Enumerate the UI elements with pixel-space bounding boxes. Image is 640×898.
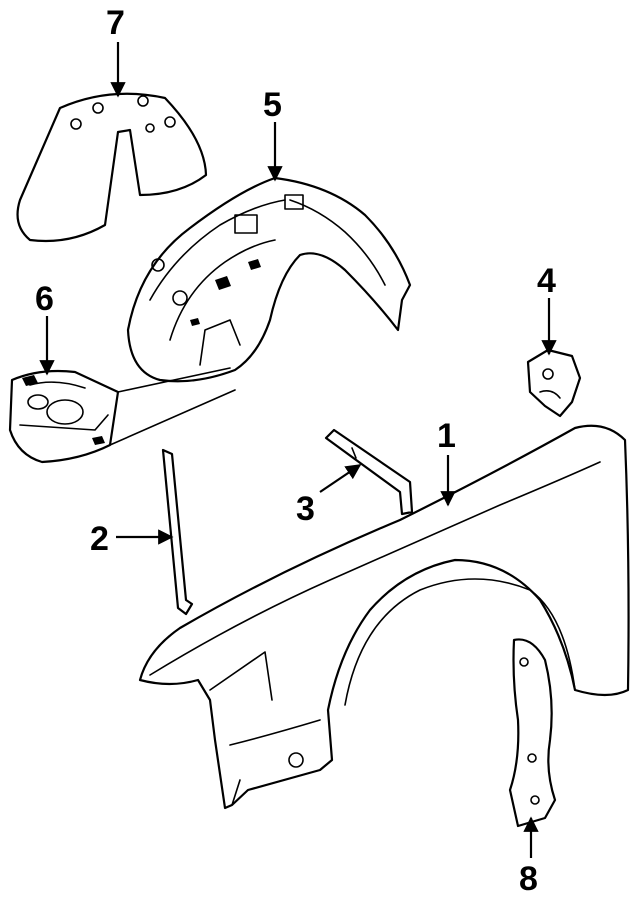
part-8-liner-strip[interactable] bbox=[508, 638, 557, 828]
part-4-bracket[interactable] bbox=[526, 348, 582, 418]
callout-1: 1 bbox=[437, 417, 456, 455]
part-3-brace[interactable] bbox=[324, 428, 414, 516]
callout-2: 2 bbox=[90, 520, 109, 558]
callout-6: 6 bbox=[35, 280, 54, 318]
part-7-splash-shield[interactable] bbox=[16, 92, 208, 243]
leader-arrows bbox=[39, 42, 557, 858]
callout-5: 5 bbox=[263, 86, 282, 124]
connector-line bbox=[117, 367, 231, 393]
connector-line bbox=[109, 389, 236, 446]
callout-8: 8 bbox=[519, 860, 538, 898]
part-2-strip[interactable] bbox=[161, 448, 194, 616]
callout-4: 4 bbox=[537, 262, 556, 300]
callout-7: 7 bbox=[106, 4, 125, 42]
callout-3: 3 bbox=[296, 490, 315, 528]
part-5-wheelhouse-liner[interactable] bbox=[126, 176, 412, 383]
part-1-fender[interactable] bbox=[138, 424, 630, 810]
part-6-inner-panel[interactable] bbox=[8, 369, 120, 464]
leader-3 bbox=[319, 464, 362, 493]
